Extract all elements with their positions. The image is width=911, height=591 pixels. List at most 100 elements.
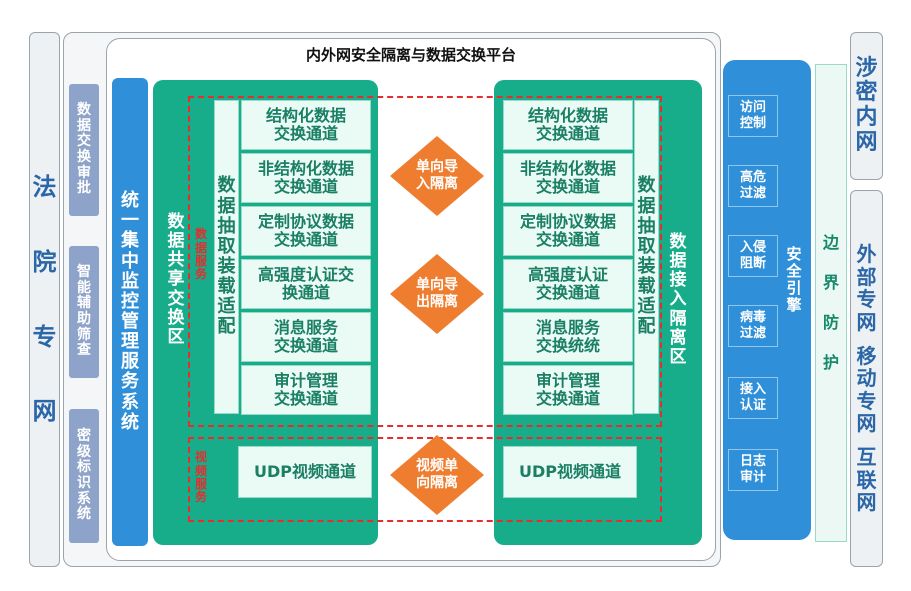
external-private-network: 外 部 专 网 — [857, 243, 877, 333]
access-char: 接 — [669, 270, 687, 291]
classification-char: 密 — [77, 427, 91, 444]
classification-char: 系 — [77, 490, 91, 507]
data-exchange-approval: 数 据 交 换 审 批 — [69, 84, 99, 216]
internet-char: 联 — [856, 467, 877, 492]
right-udp-video-channel: UDP视频通道 — [503, 446, 637, 498]
external-networks-label: 外 部 专 网 移 动 专 网 互 联 网 — [856, 243, 877, 515]
classification-system: 密 级 标 识 系 统 — [69, 409, 99, 543]
classified-char: 内 — [855, 105, 878, 130]
smart-screening: 智 能 辅 助 筛 查 — [69, 246, 99, 378]
court-network-panel: 法 院 专 网 — [29, 32, 60, 567]
mgmt-char: 监 — [121, 270, 139, 292]
platform-title: 内外网安全隔离与数据交换平台 — [305, 46, 516, 64]
extract-char: 装 — [637, 256, 656, 277]
security-engine-label: 安 全 引 擎 — [782, 220, 806, 340]
access-control: 访问 控制 — [728, 95, 778, 137]
video-service-label: 视 频 服 务 — [190, 438, 212, 518]
mobile-char: 专 — [856, 388, 877, 413]
data-service-char: 服 — [194, 254, 207, 268]
approval-char: 据 — [77, 117, 91, 134]
data-extract-adapter-right: 数 据 抽 取 装 载 适 配 — [634, 100, 659, 414]
mgmt-char: 集 — [121, 230, 139, 252]
video-service-char: 视 — [194, 450, 207, 465]
extract-char: 取 — [217, 235, 236, 257]
internet-char: 网 — [856, 490, 877, 515]
left-channel-structured: 结构化数据 交换通道 — [241, 100, 371, 150]
video-isolation-label: 视频单 向隔离 — [416, 458, 458, 491]
intrusion-block: 入侵 阻断 — [728, 235, 778, 277]
extract-char: 配 — [217, 316, 236, 338]
mobile-char: 移 — [856, 343, 877, 368]
mgmt-char: 一 — [121, 210, 139, 232]
extract-char: 载 — [217, 276, 236, 298]
boundary-char: 界 — [822, 273, 839, 293]
right-channel-custom-protocol: 定制协议数据 交换通道 — [503, 206, 633, 256]
extract-char: 抽 — [637, 215, 656, 237]
access-char: 区 — [669, 346, 687, 367]
data-share-zone-label: 数 据 共 享 交 换 区 — [163, 150, 189, 410]
external-networks-panel: 外 部 专 网 移 动 专 网 互 联 网 — [850, 190, 883, 567]
classified-char: 密 — [855, 80, 878, 106]
engine-char: 全 — [786, 262, 802, 281]
internet: 互 联 网 — [856, 446, 877, 515]
mgmt-char: 统 — [121, 411, 139, 433]
data-access-zone-label: 数 据 接 入 隔 离 区 — [666, 200, 690, 400]
extract-char: 配 — [637, 316, 656, 338]
classified-char: 网 — [855, 129, 878, 155]
diamond-shape — [390, 136, 484, 216]
classified-intranet-label: 涉 密 内 网 — [855, 55, 878, 156]
access-authentication: 接入 认证 — [728, 377, 778, 419]
right-channel-audit: 审计管理 交换通道 — [503, 365, 633, 415]
mgmt-char: 务 — [121, 371, 139, 393]
boundary-char: 防 — [822, 313, 839, 332]
extract-char: 抽 — [217, 215, 236, 237]
video-service-char: 频 — [194, 463, 207, 478]
mgmt-char: 统 — [121, 190, 139, 212]
share-char: 换 — [167, 307, 185, 328]
data-service-region — [188, 96, 662, 427]
data-service-char: 据 — [194, 240, 207, 255]
court-network-char: 专 — [32, 322, 57, 351]
right-channel-structured: 结构化数据 交换通道 — [503, 100, 633, 150]
extract-char: 载 — [637, 276, 656, 298]
access-char: 据 — [669, 251, 687, 272]
mgmt-char: 理 — [121, 331, 139, 353]
data-service-char: 数 — [194, 227, 207, 242]
video-one-way-isolation: 视频单 向隔离 — [390, 435, 484, 515]
court-network-char: 网 — [32, 397, 57, 426]
left-channel-unstructured: 非结构化数据 交换通道 — [241, 153, 371, 203]
right-channel-unstructured: 非结构化数据 交换通道 — [503, 153, 633, 203]
screening-char: 助 — [77, 311, 91, 327]
diamond-shape — [390, 435, 484, 515]
mgmt-char: 服 — [121, 351, 139, 373]
access-char: 数 — [669, 232, 687, 253]
approval-char: 交 — [77, 133, 91, 150]
access-char: 入 — [669, 289, 687, 310]
extract-char: 据 — [637, 195, 656, 217]
approval-char: 批 — [77, 180, 91, 197]
share-char: 数 — [167, 212, 185, 233]
classification-char: 统 — [77, 506, 91, 523]
video-service-char: 务 — [194, 490, 207, 505]
access-char: 隔 — [669, 308, 687, 329]
high-risk-filter: 高危 过滤 — [728, 165, 778, 207]
screening-char: 查 — [77, 342, 91, 359]
external-char: 专 — [856, 287, 877, 312]
import-isolation-label: 单向导 入隔离 — [416, 159, 458, 192]
engine-char: 引 — [786, 279, 802, 297]
extract-char: 数 — [637, 175, 656, 197]
share-char: 区 — [167, 326, 185, 347]
extract-char: 适 — [217, 296, 236, 318]
mobile-char: 动 — [856, 366, 877, 391]
left-channel-audit: 审计管理 交换通道 — [241, 365, 371, 415]
share-char: 据 — [167, 231, 185, 252]
share-char: 共 — [167, 250, 185, 271]
export-isolation-label: 单向导 出隔离 — [416, 277, 458, 310]
left-channel-custom-protocol: 定制协议数据 交换通道 — [241, 206, 371, 256]
one-way-export-isolation: 单向导 出隔离 — [390, 254, 484, 334]
classification-char: 标 — [77, 459, 91, 476]
engine-char: 安 — [786, 245, 802, 264]
classification-char: 级 — [77, 443, 91, 460]
court-network-char: 院 — [32, 247, 57, 276]
classified-char: 涉 — [855, 55, 878, 81]
